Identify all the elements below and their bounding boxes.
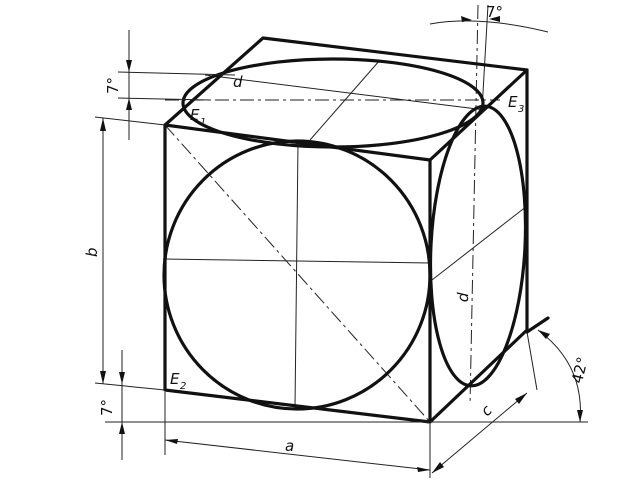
dim-d-right-label: d xyxy=(454,292,472,303)
angle-42-label: 42° xyxy=(568,355,592,385)
point-e2: E 2 xyxy=(170,370,186,392)
front-diagonal-dashed xyxy=(164,124,431,423)
dim-b-arrow-top xyxy=(100,118,106,131)
dim-c-label: c xyxy=(477,401,496,420)
dim-a-arrow-left xyxy=(165,439,178,444)
top-axis-1 xyxy=(204,74,486,111)
angle-top-right-label: 7° xyxy=(486,3,503,21)
dim-c-arrow-right xyxy=(515,393,527,404)
angle-bottom-left-arrow-1 xyxy=(119,372,125,384)
point-e3: E 3 xyxy=(508,93,524,115)
dim-a-line xyxy=(164,439,431,471)
angle-top-left-arrow-2 xyxy=(126,98,132,110)
right-axis-1 xyxy=(431,205,528,281)
point-e3-letter: E xyxy=(508,93,518,111)
angle-top-right-arrow-2 xyxy=(489,16,500,22)
right-inscribed-ellipse xyxy=(428,104,528,388)
dim-b-label: b xyxy=(83,247,101,257)
dim-b-arrow-bottom xyxy=(100,371,106,384)
angle-ref-line-2 xyxy=(481,4,489,111)
right-vertical-dashed xyxy=(469,4,479,406)
angle-top-right-arrow-1 xyxy=(461,16,472,22)
angle-top-left-ref-2 xyxy=(117,97,211,101)
angle-bottom-left-arrow-2 xyxy=(119,422,125,434)
angle-bottom-left-label: 7° xyxy=(98,399,116,416)
angle-42-arrow-2 xyxy=(577,410,583,422)
front-vertical-axis xyxy=(294,142,299,409)
point-e3-index: 3 xyxy=(518,104,524,115)
point-e1-letter: E xyxy=(190,106,200,124)
angle-top-left-label: 7° xyxy=(104,77,122,94)
angle-top-right-arc xyxy=(429,20,549,33)
point-e1-index: 1 xyxy=(200,117,206,128)
point-e2-letter: E xyxy=(170,370,180,388)
top-inscribed-ellipse xyxy=(181,57,485,149)
dim-c-ext xyxy=(526,331,538,391)
cube-right-edges xyxy=(428,68,529,424)
dim-b-ext-top xyxy=(94,116,166,126)
dim-d-top-label: d xyxy=(233,73,243,91)
point-e2-index: 2 xyxy=(180,381,186,392)
angle-42-arrow-1 xyxy=(538,330,550,339)
dim-a-label: a xyxy=(285,437,294,455)
dim-a-arrow-right xyxy=(417,467,430,472)
dim-c-arrow-left xyxy=(432,462,444,473)
dim-b-ext-bottom xyxy=(94,382,166,391)
dim-c-line xyxy=(431,392,528,474)
angle-top-left-ref-1 xyxy=(117,71,236,76)
angle-42-ref-receding xyxy=(525,316,550,334)
point-e1: E 1 xyxy=(190,106,206,128)
angle-top-left-arrow-1 xyxy=(126,60,132,72)
